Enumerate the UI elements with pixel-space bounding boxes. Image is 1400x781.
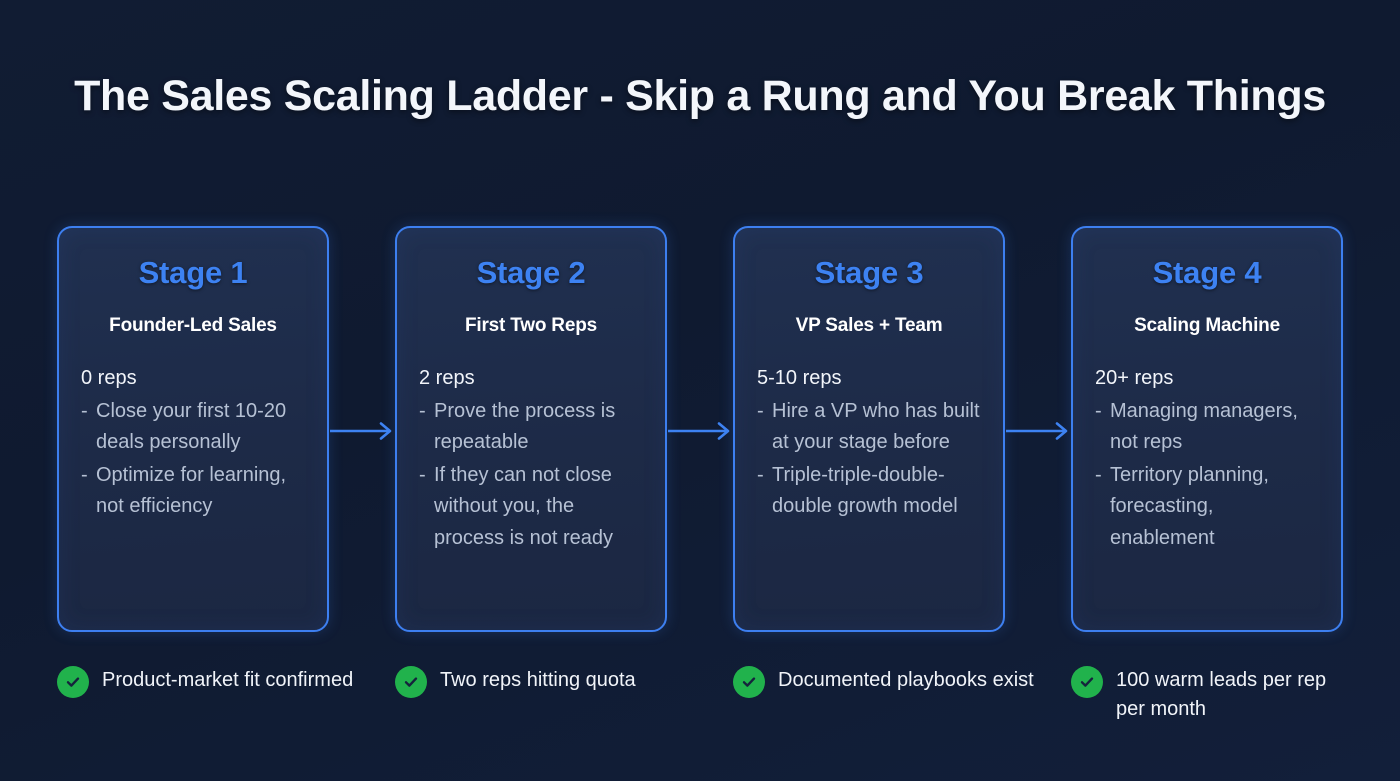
bullet-text: Territory planning, forecasting, enablem… xyxy=(1110,464,1269,549)
stage-subtitle: Scaling Machine xyxy=(1134,315,1280,337)
stage-card-3: Stage 3 VP Sales + Team 5-10 reps - Hire… xyxy=(733,226,1005,632)
arrow-right-icon xyxy=(668,422,735,440)
arrow-right-icon xyxy=(1006,422,1073,440)
arrow-right-icon xyxy=(330,422,397,440)
bullet-text: Triple-triple-double-double growth model xyxy=(772,464,958,518)
list-item: - Territory planning, forecasting, enabl… xyxy=(1095,460,1323,554)
bullet-dash: - xyxy=(1095,399,1102,422)
stage-card-1: Stage 1 Founder-Led Sales 0 reps - Close… xyxy=(57,226,329,632)
stage-card-4: Stage 4 Scaling Machine 20+ reps - Manag… xyxy=(1071,226,1343,632)
checklist-item-3: Documented playbooks exist xyxy=(733,664,1071,734)
stage-cards-row: Stage 1 Founder-Led Sales 0 reps - Close… xyxy=(57,226,1343,632)
bullet-text: Hire a VP who has built at your stage be… xyxy=(772,399,980,454)
stage-rep-count: 2 reps xyxy=(419,366,475,389)
stage-subtitle: First Two Reps xyxy=(465,315,597,337)
bullet-text: Close your first 10-20 deals personally xyxy=(96,399,287,454)
check-circle-icon xyxy=(57,666,89,698)
checklist-label: Documented playbooks exist xyxy=(778,669,1034,691)
stage-rep-count: 20+ reps xyxy=(1095,366,1174,389)
stage-rep-count: 5-10 reps xyxy=(757,366,842,389)
stage-bullet-list: - Prove the process is repeatable - If t… xyxy=(415,396,647,554)
stage-label: Stage 4 xyxy=(1152,255,1262,290)
exit-criteria-checklist: Product-market fit confirmed Two reps hi… xyxy=(57,664,1347,734)
list-item: - Optimize for learning, not efficiency xyxy=(81,460,309,522)
page-title: The Sales Scaling Ladder - Skip a Rung a… xyxy=(74,72,1326,120)
list-item: - Managing managers, not reps xyxy=(1095,396,1323,458)
stage-subtitle: VP Sales + Team xyxy=(795,315,943,337)
checklist-item-4: 100 warm leads per rep per month xyxy=(1071,664,1347,734)
bullet-dash: - xyxy=(757,464,764,487)
bullet-text: Optimize for learning, not efficiency xyxy=(96,464,287,518)
checklist-label: 100 warm leads per rep per month xyxy=(1116,669,1327,720)
stage-bullet-list: - Close your first 10-20 deals personall… xyxy=(77,396,309,523)
bullet-text: Prove the process is repeatable xyxy=(434,399,616,454)
check-circle-icon xyxy=(1071,666,1103,698)
checklist-item-1: Product-market fit confirmed xyxy=(57,664,395,734)
bullet-dash: - xyxy=(1095,464,1102,487)
stage-label: Stage 2 xyxy=(476,255,586,290)
bullet-dash: - xyxy=(81,464,88,487)
list-item: - Triple-triple-double-double growth mod… xyxy=(757,460,985,522)
list-item: - If they can not close without you, the… xyxy=(419,460,647,554)
bullet-text: If they can not close without you, the p… xyxy=(434,464,613,549)
bullet-text: Managing managers, not reps xyxy=(1110,399,1298,454)
stage-bullet-list: - Managing managers, not reps - Territor… xyxy=(1091,396,1323,554)
bullet-dash: - xyxy=(757,399,764,422)
checklist-item-2: Two reps hitting quota xyxy=(395,664,733,734)
stage-bullet-list: - Hire a VP who has built at your stage … xyxy=(753,396,985,523)
checklist-label: Product-market fit confirmed xyxy=(102,669,354,691)
list-item: - Close your first 10-20 deals personall… xyxy=(81,396,309,458)
list-item: - Hire a VP who has built at your stage … xyxy=(757,396,985,458)
stage-subtitle: Founder-Led Sales xyxy=(109,315,277,337)
check-circle-icon xyxy=(733,666,765,698)
stage-label: Stage 1 xyxy=(138,255,248,290)
bullet-dash: - xyxy=(81,399,88,422)
stage-rep-count: 0 reps xyxy=(81,366,137,389)
bullet-dash: - xyxy=(419,399,426,422)
bullet-dash: - xyxy=(419,464,426,487)
check-circle-icon xyxy=(395,666,427,698)
stage-label: Stage 3 xyxy=(814,255,924,290)
list-item: - Prove the process is repeatable xyxy=(419,396,647,458)
stage-card-2: Stage 2 First Two Reps 2 reps - Prove th… xyxy=(395,226,667,632)
checklist-label: Two reps hitting quota xyxy=(440,669,636,691)
